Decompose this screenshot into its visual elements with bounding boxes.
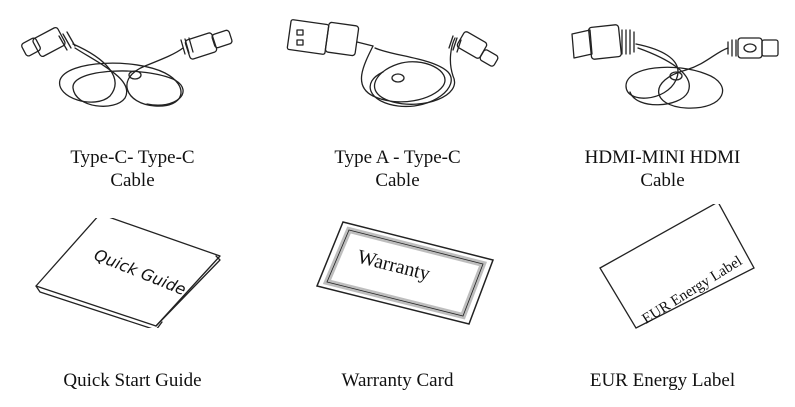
caption-line-1: Warranty Card: [341, 370, 454, 391]
usb-a-to-usb-c-cable-icon: [283, 16, 513, 116]
item-type-c-cable: Type-C- Type-C Cable: [0, 0, 265, 200]
item-quick-start-guide: Quick Guide Quick Start Guide: [0, 200, 265, 407]
caption-line-1: HDMI-MINI HDMI: [584, 147, 741, 168]
caption-line-1: Type A - Type-C: [334, 147, 461, 168]
caption-line-1: Quick Start Guide: [63, 370, 202, 391]
item-caption: EUR Energy Label: [530, 369, 795, 392]
item-warranty-card: Warranty Warranty Card: [265, 200, 530, 407]
item-caption: Quick Start Guide: [0, 369, 265, 392]
item-type-a-cable: Type A - Type-C Cable: [265, 0, 530, 200]
caption-line-2: Cable: [110, 170, 155, 191]
item-hdmi-cable: HDMI-MINI HDMI Cable: [530, 0, 795, 200]
caption-line-1: Type-C- Type-C: [70, 147, 195, 168]
caption-line-1: EUR Energy Label: [589, 370, 736, 391]
item-caption: HDMI-MINI HDMI Cable: [530, 146, 795, 192]
item-caption: Warranty Card: [265, 369, 530, 392]
item-energy-label: EUR Energy Label EUR Energy Label: [530, 200, 795, 407]
item-caption: Type A - Type-C Cable: [265, 146, 530, 192]
caption-line-2: Cable: [375, 170, 420, 191]
quick-guide-booklet-icon: Quick Guide: [30, 218, 230, 328]
energy-label-card-icon: EUR Energy Label: [592, 204, 762, 334]
caption-line-2: Cable: [640, 170, 685, 191]
hdmi-to-mini-hdmi-cable-icon: [566, 18, 795, 118]
usb-c-to-usb-c-cable-icon: [15, 18, 245, 118]
booklet-title-text: Quick Guide: [91, 245, 188, 299]
item-caption: Type-C- Type-C Cable: [0, 146, 265, 192]
warranty-card-icon: Warranty: [303, 216, 503, 326]
